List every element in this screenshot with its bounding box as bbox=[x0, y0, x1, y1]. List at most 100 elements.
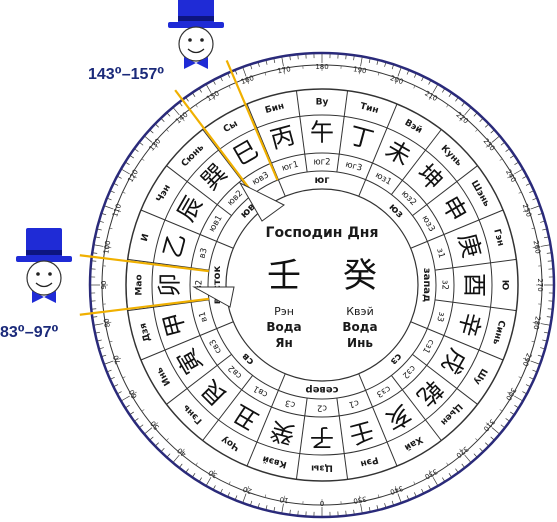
degree-tick bbox=[485, 124, 489, 128]
sector-glyph-south-2: 午 bbox=[310, 119, 334, 147]
degree-tick bbox=[130, 155, 135, 159]
scale-tick bbox=[507, 391, 513, 396]
degree-tick bbox=[104, 205, 114, 210]
scale-tick bbox=[109, 227, 113, 230]
sector-divider bbox=[140, 328, 217, 361]
scale-tick bbox=[518, 376, 522, 379]
direction-label-north: север bbox=[306, 384, 339, 395]
direction-label-west: запад bbox=[421, 268, 432, 302]
degree-tick bbox=[179, 463, 183, 468]
degree-tick bbox=[102, 213, 107, 216]
degree-tick bbox=[529, 190, 534, 193]
degree-tick bbox=[114, 384, 119, 387]
scale-tick bbox=[446, 104, 449, 108]
degree-tick bbox=[514, 162, 519, 166]
sector-label-east-2: в2 bbox=[195, 280, 205, 290]
degree-tick bbox=[227, 492, 230, 497]
degree-tick bbox=[117, 391, 122, 394]
degree-tick bbox=[414, 492, 417, 497]
degree-tick bbox=[220, 77, 223, 82]
degree-tick bbox=[490, 436, 494, 440]
degree-tick bbox=[150, 436, 154, 440]
scale-tick bbox=[532, 246, 539, 249]
eye-icon bbox=[48, 272, 52, 276]
degree-tick bbox=[479, 118, 483, 122]
degree-tick bbox=[93, 252, 98, 254]
scale-tick bbox=[195, 104, 198, 108]
degree-tick bbox=[235, 70, 238, 75]
degree-tick bbox=[542, 339, 547, 342]
degree-tick bbox=[368, 506, 371, 512]
sector-divider bbox=[434, 299, 517, 312]
scale-tick bbox=[532, 321, 539, 324]
degree-tick bbox=[514, 169, 523, 175]
degree-tick bbox=[522, 391, 527, 394]
degree-tick bbox=[384, 503, 387, 508]
degree-tick bbox=[179, 102, 183, 107]
figure-left bbox=[16, 228, 72, 303]
degree-tick bbox=[505, 148, 510, 152]
sector-divider bbox=[246, 103, 279, 180]
degree-tick bbox=[93, 316, 98, 318]
direction-divider bbox=[216, 240, 234, 249]
scale-tick bbox=[166, 438, 169, 441]
sector-divider bbox=[336, 90, 349, 173]
glyph-ring-inner bbox=[189, 152, 455, 418]
degree-tick bbox=[144, 136, 153, 143]
degree-tick bbox=[150, 130, 154, 134]
scale-tick bbox=[522, 357, 529, 361]
degree-tick bbox=[360, 503, 363, 513]
sector-label-north-2: с2 bbox=[317, 403, 327, 413]
degree-tick bbox=[473, 453, 477, 457]
degree-tick bbox=[155, 124, 159, 128]
scale-tick bbox=[475, 129, 478, 132]
degree-ring-inner bbox=[125, 88, 519, 482]
center-title: Господин Дня bbox=[266, 225, 379, 241]
degree-ticks bbox=[91, 54, 553, 516]
sector-name-south-3: Тин bbox=[359, 101, 380, 115]
sector-divider bbox=[412, 354, 478, 405]
degree-tick bbox=[546, 252, 551, 254]
degree-tick bbox=[514, 395, 523, 401]
degree-tick bbox=[104, 360, 114, 365]
degree-number: 280 bbox=[532, 316, 542, 331]
degree-tick bbox=[134, 418, 139, 422]
scale-tick bbox=[413, 481, 416, 485]
sector-divider bbox=[295, 90, 308, 173]
degree-tick bbox=[464, 107, 471, 116]
sector-label-north-1: с1 bbox=[348, 397, 360, 409]
sector-label-east-1: в1 bbox=[197, 310, 209, 323]
degree-tick bbox=[421, 488, 424, 493]
scale-tick bbox=[141, 158, 145, 161]
sector-divider bbox=[365, 103, 398, 180]
degree-tick bbox=[353, 509, 355, 514]
sector-divider bbox=[427, 209, 504, 242]
degree-tick bbox=[464, 454, 471, 463]
degree-tick bbox=[360, 57, 363, 67]
degree-tick bbox=[540, 323, 550, 326]
scale-tick bbox=[358, 68, 361, 75]
scale-tick bbox=[485, 143, 491, 148]
scale-tick bbox=[499, 158, 503, 161]
scale-tick bbox=[105, 321, 112, 324]
degree-number: 350 bbox=[353, 495, 368, 505]
hat-brim-icon bbox=[16, 256, 72, 262]
degree-tick bbox=[432, 84, 438, 93]
scale-tick bbox=[377, 72, 380, 76]
degree-tick bbox=[192, 472, 196, 477]
degree-number: 100 bbox=[102, 240, 112, 255]
degree-tick bbox=[199, 477, 203, 482]
scale-tick bbox=[377, 494, 380, 498]
direction-divider bbox=[358, 179, 367, 197]
degree-number: 10 bbox=[279, 495, 289, 504]
face-icon bbox=[26, 260, 62, 296]
degree-tick bbox=[99, 220, 104, 223]
degree-tick bbox=[530, 205, 540, 210]
degree-tick bbox=[95, 331, 101, 334]
center-element-1: Вода bbox=[266, 320, 301, 334]
scale-tick bbox=[211, 94, 216, 100]
degree-tick bbox=[428, 485, 431, 490]
scale-tick bbox=[531, 227, 535, 230]
degree-tick bbox=[242, 67, 247, 77]
degree-number: 180 bbox=[315, 63, 328, 71]
